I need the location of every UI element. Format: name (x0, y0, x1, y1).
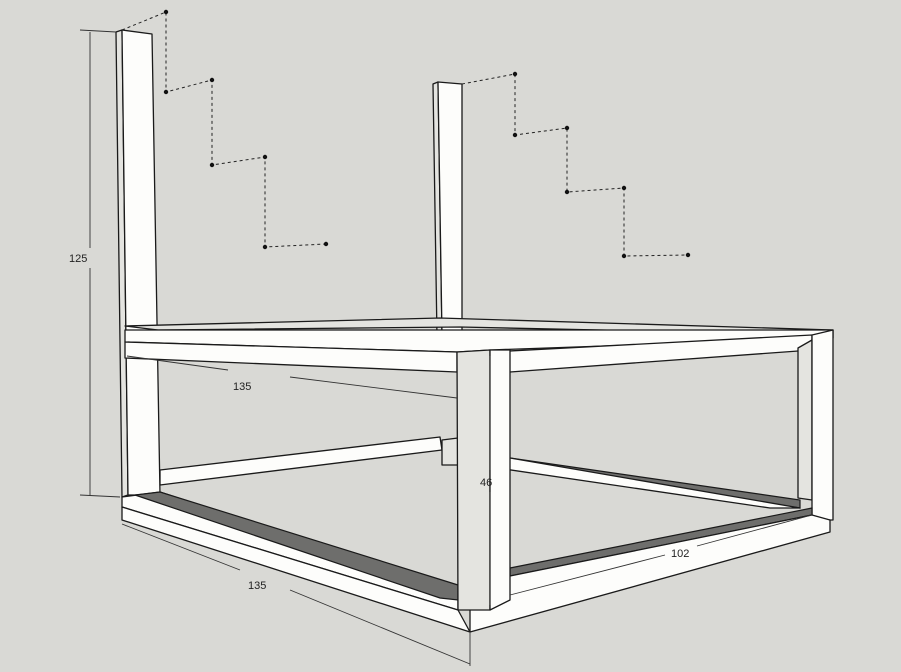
back-bottom-rail (159, 436, 443, 486)
dimension-135-bottom: 135 (121, 523, 471, 666)
dimension-102: 102 (509, 514, 813, 596)
dimension-46: 46 (480, 356, 492, 605)
dimension-135-bottom-label: 135 (248, 580, 266, 592)
dimension-125-label: 125 (69, 253, 87, 265)
stair-guide-left (121, 9, 329, 250)
dimension-135-top-label: 135 (233, 381, 251, 393)
back-right-post (432, 81, 463, 338)
left-bottom-rail (121, 491, 471, 633)
dimension-102-label: 102 (671, 548, 689, 560)
dimension-135-top: 135 (126, 355, 458, 399)
dimension-46-label: 46 (480, 477, 492, 489)
stair-guide-right (461, 71, 691, 259)
front-bottom-rail (469, 507, 831, 633)
dimension-125: 125 (69, 29, 121, 498)
left-back-post (115, 29, 161, 498)
right-front-post (797, 329, 834, 521)
